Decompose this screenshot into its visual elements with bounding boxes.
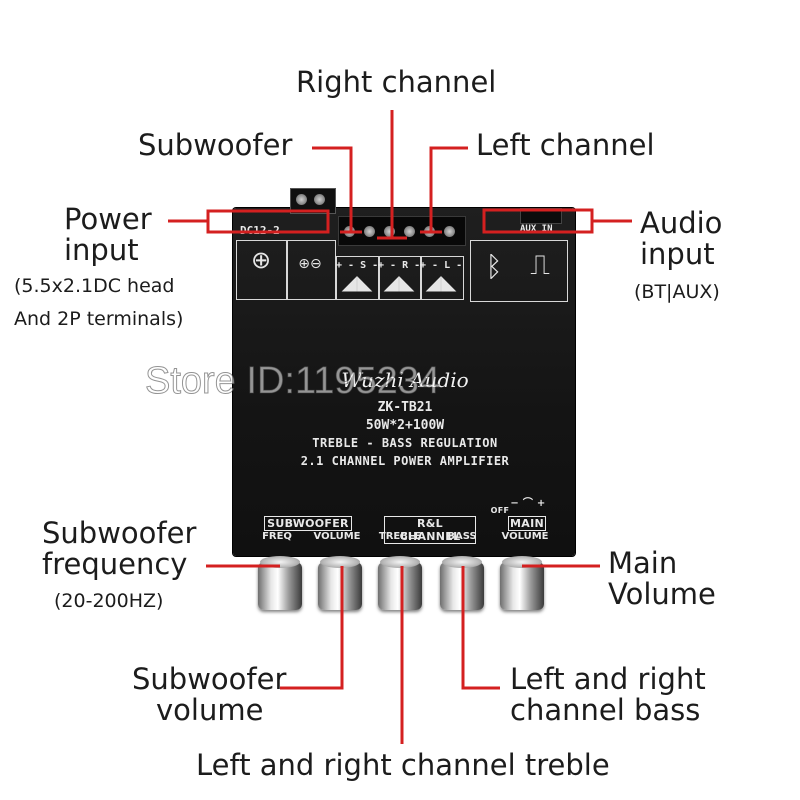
section-rl-channel: R&L CHANNEL xyxy=(384,516,476,544)
subwoofer-frequency-knob[interactable] xyxy=(258,556,302,610)
knob-label-freq: FREQ xyxy=(262,531,292,542)
callout-power-input-line1: Power xyxy=(64,202,152,236)
terminal-polarity-icon: ⊕⊖ xyxy=(298,256,322,272)
callout-lr-bass-line1: Left and right xyxy=(510,662,706,696)
spec-line-2: 2.1 CHANNEL POWER AMPLIFIER xyxy=(300,454,510,468)
model-number: ZK-TB21 xyxy=(377,400,433,415)
aux-jack xyxy=(520,208,562,224)
callout-sub-frequency-line2: frequency xyxy=(42,547,188,581)
dc-input-box xyxy=(236,240,288,300)
callout-audio-input-line1: Audio xyxy=(640,206,723,240)
power-terminal-screw xyxy=(314,194,325,205)
channel-box-left xyxy=(420,256,464,300)
callout-main-volume-line1: Main xyxy=(608,546,678,580)
knob-label-sub-volume: VOLUME xyxy=(313,531,361,542)
knob-label-main-volume: VOLUME xyxy=(501,531,549,542)
channel-label-sub: + - S - xyxy=(336,260,379,271)
amplifier-board xyxy=(233,208,575,556)
terminal-screw xyxy=(344,226,355,237)
brand-logo: Wuzhi Audio xyxy=(341,368,469,392)
power-terminal-screw xyxy=(296,194,307,205)
bluetooth-icon: ᛒ xyxy=(485,250,503,283)
callout-audio-note: (BT|AUX) xyxy=(634,281,720,303)
speaker-icon: ◢◣ xyxy=(383,270,415,294)
aux-jack-icon: ⎍ xyxy=(530,248,550,281)
spec-line-1: TREBLE - BASS REGULATION xyxy=(312,436,498,450)
callout-right-channel: Right channel xyxy=(296,65,497,99)
knob-label-treble: TREBLE xyxy=(378,531,422,542)
speaker-icon: ◢◣ xyxy=(425,270,457,294)
terminal-screw xyxy=(444,226,455,237)
callout-left-channel: Left channel xyxy=(476,128,655,162)
channel-box-sub xyxy=(336,256,380,300)
callout-power-note-line1: (5.5x2.1DC head xyxy=(14,275,175,297)
terminal-screw xyxy=(364,226,375,237)
callout-lr-bass-line2: channel bass xyxy=(510,693,701,727)
callout-sub-frequency-line1: Subwoofer xyxy=(42,516,197,550)
dc-jack-icon: ⊕ xyxy=(250,246,272,274)
terminal-screw xyxy=(384,226,395,237)
main-volume-knob[interactable] xyxy=(500,556,544,610)
callout-audio-input-line2: input xyxy=(640,237,715,271)
dc-voltage-label: DC12-2 xyxy=(240,224,280,237)
subwoofer-volume-knob[interactable] xyxy=(318,556,362,610)
off-label: OFF xyxy=(490,506,510,515)
terminal-screw xyxy=(424,226,435,237)
treble-knob[interactable] xyxy=(378,556,422,610)
channel-label-right: + - R - xyxy=(378,260,421,271)
volume-direction-icon: − ⌒ + xyxy=(510,498,546,509)
bass-knob[interactable] xyxy=(440,556,484,610)
terminal-screw xyxy=(404,226,415,237)
section-subwoofer: SUBWOOFER xyxy=(264,516,352,531)
knob-label-bass: BASS xyxy=(447,531,477,542)
callout-sub-volume-line2: volume xyxy=(156,693,264,727)
aux-in-label: AUX IN xyxy=(520,224,553,234)
callout-main-volume-line2: Volume xyxy=(608,577,716,611)
input-box xyxy=(470,240,568,302)
power-rating: 50W*2+100W xyxy=(365,418,445,433)
callout-sub-frequency-note: (20-200HZ) xyxy=(54,590,164,612)
speaker-icon: ◢◣ xyxy=(341,270,373,294)
callout-power-note-line2: And 2P terminals) xyxy=(14,308,184,330)
callout-power-input-line2: input xyxy=(64,233,139,267)
section-main: MAIN xyxy=(508,516,546,531)
channel-box-right xyxy=(378,256,422,300)
callout-sub-volume-line1: Subwoofer xyxy=(132,662,287,696)
callout-lr-treble: Left and right channel treble xyxy=(196,748,610,782)
callout-subwoofer: Subwoofer xyxy=(138,128,293,162)
channel-label-left: + - L - xyxy=(420,260,463,271)
terminal-input-box xyxy=(286,240,336,300)
store-watermark: Store ID:1195234 xyxy=(144,360,441,403)
